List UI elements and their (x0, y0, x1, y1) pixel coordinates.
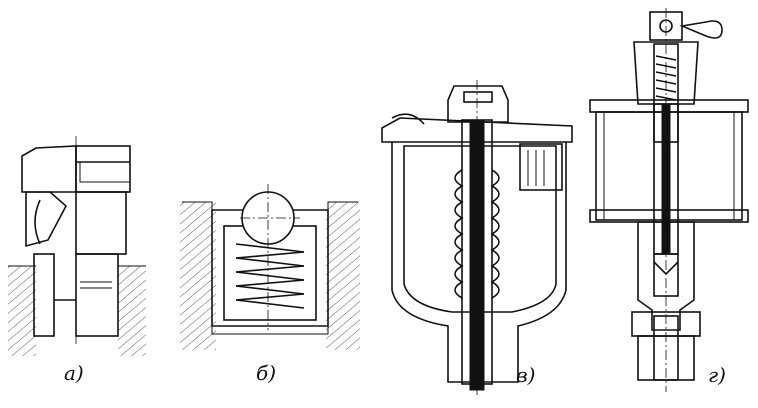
bowl-interior (403, 145, 557, 313)
drawing-g-cylinder-valve: г) (589, 8, 749, 392)
caption-b: б) (256, 361, 276, 385)
lever-knob (679, 20, 723, 39)
cap-head-section (21, 145, 77, 193)
caption-a: а) (64, 361, 84, 385)
ground-section-left (8, 266, 36, 356)
cover-plate (381, 117, 573, 143)
drawing-v-filter-cup: в) (381, 80, 573, 395)
knurl (79, 161, 131, 183)
top-nut (447, 85, 509, 123)
ground-section-right (118, 266, 146, 356)
housing-ground-right (326, 202, 360, 350)
upper-housing (633, 41, 699, 105)
body-view (75, 191, 127, 255)
stem-view (75, 253, 119, 337)
drawing-a-screw-fitting: а) (8, 136, 146, 385)
caption-v: в) (516, 363, 535, 387)
caption-g: г) (708, 363, 726, 387)
stem-section (33, 253, 55, 337)
drawing-b-ball-valve: б) (180, 184, 360, 385)
lower-body (637, 221, 695, 331)
spring (235, 243, 305, 309)
side-boss (519, 143, 563, 191)
body-inner-curve (34, 199, 41, 245)
body-section (25, 191, 68, 248)
cap-head-view (75, 145, 131, 193)
housing-ground-left (180, 202, 216, 350)
filter-spiral (454, 169, 500, 299)
cover-lip (391, 113, 425, 125)
